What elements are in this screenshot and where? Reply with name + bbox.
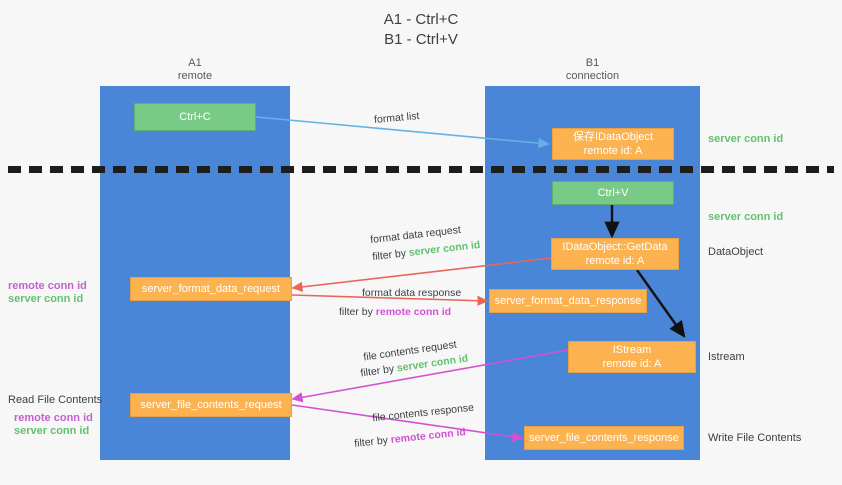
node-idataobject-getdata[interactable]: IDataObject::GetData remote id: A [551, 238, 679, 270]
node-ctrl-c[interactable]: Ctrl+C [134, 103, 256, 131]
arrow-format-data-response [291, 294, 489, 306]
node-server-file-contents-request[interactable]: server_file_contents_request [130, 393, 292, 417]
node-istream[interactable]: IStream remote id: A [568, 341, 696, 373]
annotation-write-file-contents: Write File Contents [708, 432, 802, 444]
annotation-istream: Istream [708, 351, 745, 363]
node-idataobject[interactable]: 保存IDataObject remote id: A [552, 128, 674, 160]
annotation-dataobject: DataObject [708, 246, 764, 258]
annotation-remote-conn-id-1: remote conn id [8, 280, 87, 292]
annotation-remote-conn-id-2: remote conn id [14, 412, 93, 424]
page-title: A1 - Ctrl+C B1 - Ctrl+V [383, 11, 459, 48]
edge-label-format-data-response-line2: filter by remote conn id [339, 304, 451, 320]
edge-label-key: remote conn id [375, 306, 452, 318]
arrow-getdata-istream [636, 269, 686, 338]
node-server-file-contents-response[interactable]: server_file_contents_response [524, 426, 684, 450]
edge-label-prefix: filter by [371, 247, 410, 264]
node-server-format-data-response[interactable]: server_format_data_response [489, 289, 647, 313]
arrow-format-data-request [291, 257, 552, 292]
annotation-read-file-contents: Read File Contents [8, 394, 103, 406]
annotation-server-conn-id-mid: server conn id [708, 211, 784, 223]
arrow-file-contents-request [291, 349, 569, 403]
arrow-format-list [255, 116, 550, 149]
edge-label-format-data-response-line1: format data response [362, 287, 462, 299]
lane-header-a1: A1 remote [177, 57, 213, 82]
annotation-server-conn-id-2: server conn id [14, 425, 90, 437]
annotation-server-conn-id-top: server conn id [708, 133, 784, 145]
annotation-server-conn-id-1: server conn id [8, 293, 84, 305]
node-server-format-data-request[interactable]: server_format_data_request [130, 277, 292, 301]
arrow-file-contents-response [291, 404, 524, 442]
lane-header-b1: B1 connection [565, 57, 620, 82]
node-ctrl-v[interactable]: Ctrl+V [552, 181, 674, 205]
edge-label-prefix: filter by [339, 306, 376, 318]
edge-label-prefix: filter by [359, 362, 398, 380]
edge-label-prefix: filter by [353, 434, 392, 450]
phase-divider [8, 166, 834, 173]
